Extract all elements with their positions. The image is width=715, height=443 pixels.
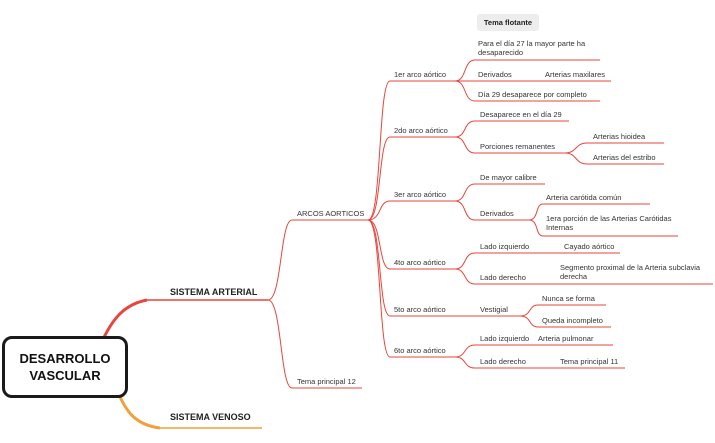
connector-arco1-c3 [454, 80, 476, 102]
root-line2: VASCULAR [29, 368, 101, 383]
topic-arco-2[interactable]: 2do arco aórtico [394, 126, 448, 135]
topic-arco-1[interactable]: 1er arco aórtico [394, 70, 447, 79]
topic-arco1-c3[interactable]: Día 29 desaparece por completo [478, 90, 587, 99]
connector-arco1 [367, 80, 391, 221]
connector-arco4-c1 [454, 252, 476, 270]
topic-arco6-c2a[interactable]: Tema principal 11 [560, 357, 619, 366]
topic-arco1-c2a[interactable]: Arterias maxilares [545, 70, 606, 79]
connector-arco6-c2 [454, 356, 476, 369]
main-topic-venoso[interactable]: SISTEMA VENOSO [170, 412, 251, 422]
topic-tema-principal-12[interactable]: Tema principal 12 [297, 377, 356, 386]
topic-arco-4[interactable]: 4to arco aórtico [394, 258, 446, 267]
topic-arco4-c1[interactable]: Lado izquierdo [480, 242, 530, 251]
connector-arco4 [367, 219, 391, 270]
main-topic-arterial[interactable]: SISTEMA ARTERIAL [170, 287, 258, 297]
connector-arco6 [367, 219, 391, 358]
connector-arco2 [367, 136, 391, 221]
topic-arco4-c2a[interactable]: Segmento proximal de la Arteria subclavi… [560, 263, 701, 281]
connector-arco2-c1 [454, 120, 476, 138]
topic-arco3-c2[interactable]: Derivados [480, 209, 514, 218]
topic-arco2-c2b[interactable]: Arterias del estribo [593, 153, 656, 162]
root-node[interactable]: DESARROLLO VASCULAR [2, 336, 128, 398]
topic-arco-6[interactable]: 6to arco aórtico [394, 346, 446, 355]
topic-arco6-c2[interactable]: Lado derecho [480, 357, 526, 366]
connector-arco3-c1 [454, 183, 476, 202]
connector-arco4-c2 [454, 268, 476, 285]
connector-root-venoso [116, 391, 161, 430]
topic-arco3-c2b[interactable]: 1era porción de las Arterias Carótidas I… [546, 214, 672, 232]
connector-arco5-c1b [519, 315, 539, 328]
topic-arco6-c1[interactable]: Lado izquierdo [480, 334, 530, 343]
topic-arco4-c1a[interactable]: Cayado aórtico [564, 242, 615, 251]
connector-arco2-c2 [454, 136, 476, 154]
topic-arco-3[interactable]: 3er arco aórtico [394, 190, 447, 199]
connector-arco1-c1 [454, 59, 476, 82]
connector-arco3 [367, 200, 391, 221]
topic-arcos-aorticos[interactable]: ARCOS AORTICOS [297, 209, 365, 218]
connector-arco3-c2b [528, 219, 544, 237]
connector-arco2-c2a [564, 142, 588, 154]
connector-arterial-arcos [267, 219, 293, 301]
connector-arco3-c2 [454, 200, 476, 221]
topic-arco2-c2a[interactable]: Arterias hioidea [593, 132, 646, 141]
connector-arco6-c1 [454, 344, 476, 358]
topic-arco6-c1a[interactable]: Arteria pulmonar [538, 334, 594, 343]
topic-arco3-c1[interactable]: De mayor calibre [480, 173, 537, 182]
connector-arco3-c2a [528, 203, 544, 221]
topic-arco2-c1[interactable]: Desaparece en el día 29 [480, 110, 562, 119]
topic-arco5-c1a[interactable]: Nunca se forma [542, 294, 595, 303]
topic-arco3-c2a[interactable]: Arteria carótida común [546, 193, 622, 202]
topic-arco4-c2[interactable]: Lado derecho [480, 273, 526, 282]
connector-arco5-c1a [519, 304, 539, 317]
topic-arco5-c1b[interactable]: Queda incompleto [542, 316, 603, 325]
topic-arco2-c2[interactable]: Porciones remanentes [480, 142, 556, 151]
topic-arco5-c1[interactable]: Vestigial [480, 305, 508, 314]
connector-arco2-c2b [564, 152, 588, 165]
root-line1: DESARROLLO [19, 351, 111, 366]
topic-arco1-c1[interactable]: Para el día 27 la mayor parte ha desapar… [478, 39, 586, 57]
topic-arco1-c2[interactable]: Derivados [478, 70, 512, 79]
floating-topic[interactable]: Tema flotante [477, 14, 539, 31]
topic-arco-5[interactable]: 5to arco aórtico [394, 305, 446, 314]
connector-arterial-tema12 [267, 299, 293, 389]
